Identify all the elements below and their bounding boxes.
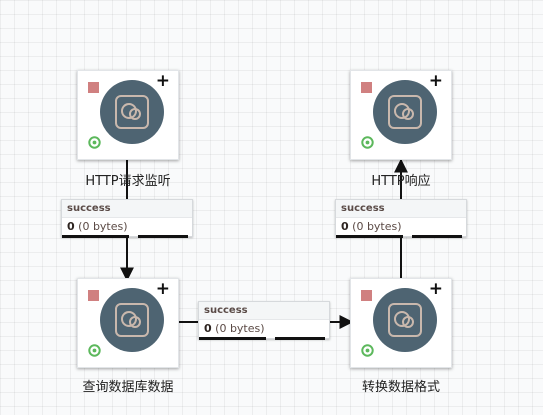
processor-icon <box>373 288 437 352</box>
running-status-icon <box>361 136 374 149</box>
stop-square-icon <box>88 290 99 301</box>
plus-icon[interactable]: + <box>155 279 170 299</box>
processor-http-request[interactable]: + <box>77 70 179 160</box>
plus-icon[interactable]: + <box>155 71 170 91</box>
queue-count: 0 <box>67 220 75 233</box>
queue-size: (0 bytes) <box>352 220 402 233</box>
stop-square-icon <box>361 82 372 93</box>
running-status-icon <box>88 136 101 149</box>
processor-label: HTTP响应 <box>371 174 431 189</box>
processor-icon <box>100 80 164 144</box>
queue-bar <box>336 235 403 238</box>
running-status-icon <box>361 344 374 357</box>
queue-bar <box>62 235 129 238</box>
running-status-icon <box>88 344 101 357</box>
processor-icon <box>373 80 437 144</box>
stop-square-icon <box>361 290 372 301</box>
connection-relationship: success <box>62 200 192 218</box>
processor-convert-format[interactable]: + <box>350 278 452 368</box>
queue-size: (0 bytes) <box>78 220 128 233</box>
plus-icon[interactable]: + <box>428 71 443 91</box>
processor-http-response[interactable]: + <box>350 70 452 160</box>
connection-queue: 0 (0 bytes) <box>199 320 329 340</box>
connection-request-to-query[interactable]: success 0 (0 bytes) <box>61 199 193 238</box>
queue-count: 0 <box>204 322 212 335</box>
processor-query-db[interactable]: + <box>77 278 179 368</box>
connection-relationship: success <box>336 200 466 218</box>
connection-convert-to-response[interactable]: success 0 (0 bytes) <box>335 199 467 238</box>
processor-label: 查询数据库数据 <box>82 380 174 395</box>
connection-queue: 0 (0 bytes) <box>336 218 466 238</box>
connection-query-to-convert[interactable]: success 0 (0 bytes) <box>198 301 330 340</box>
queue-size: (0 bytes) <box>215 322 265 335</box>
processor-label: HTTP请求监听 <box>85 174 171 189</box>
queue-count: 0 <box>341 220 349 233</box>
plus-icon[interactable]: + <box>428 279 443 299</box>
queue-bar <box>275 337 325 340</box>
processor-label: 转换数据格式 <box>361 380 440 395</box>
queue-bar <box>412 235 462 238</box>
processor-icon <box>100 288 164 352</box>
connection-queue: 0 (0 bytes) <box>62 218 192 238</box>
connection-relationship: success <box>199 302 329 320</box>
stop-square-icon <box>88 82 99 93</box>
queue-bar <box>199 337 266 340</box>
queue-bar <box>138 235 188 238</box>
